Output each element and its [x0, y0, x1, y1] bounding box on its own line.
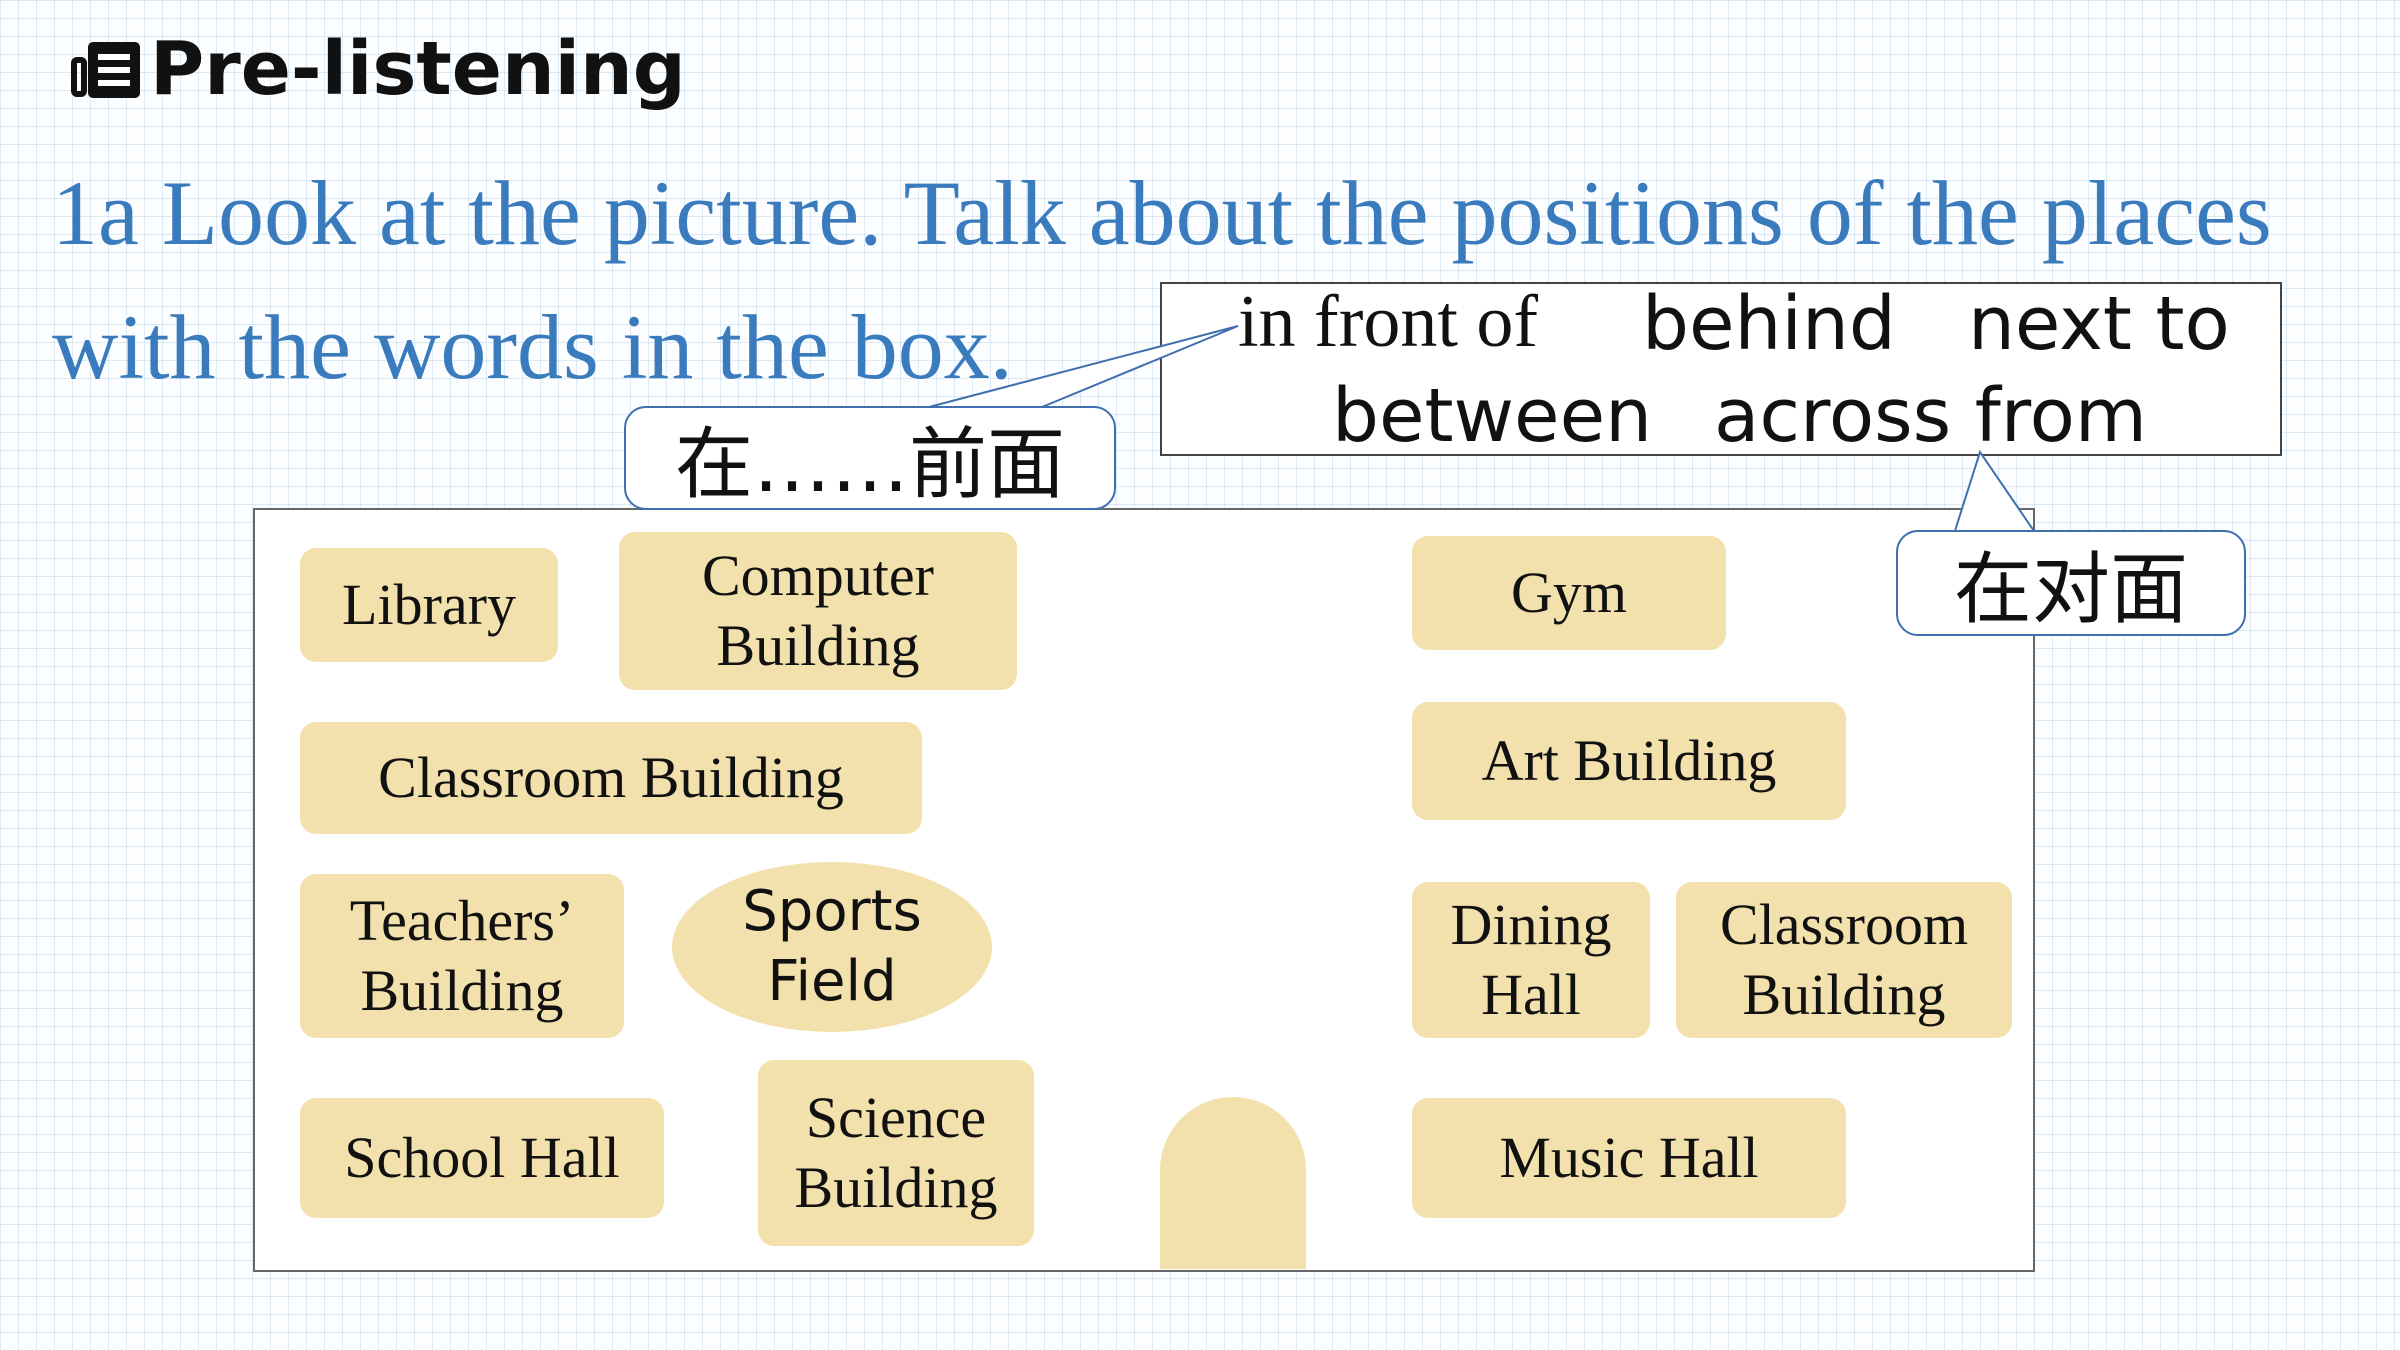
word-behind: behind [1642, 281, 1896, 367]
building-library: Library [300, 548, 558, 662]
word-box [1160, 282, 2282, 456]
building-teachers: Teachers’Building [300, 874, 624, 1038]
page-title: Pre-listening [150, 26, 686, 112]
building-classroom-left: Classroom Building [300, 722, 922, 834]
callout-in-front-of: 在……前面 [624, 406, 1116, 510]
building-school-hall: School Hall [300, 1098, 664, 1218]
notes-icon [71, 42, 140, 98]
word-across-from: across from [1714, 373, 2147, 459]
building-art: Art Building [1412, 702, 1846, 820]
building-gym: Gym [1412, 536, 1726, 650]
instruction-line-1: 1a Look at the picture. Talk about the p… [52, 162, 2272, 264]
word-between: between [1332, 373, 1652, 459]
school-gate [1160, 1097, 1306, 1269]
callout-across-from: 在对面 [1896, 530, 2246, 636]
word-next-to: next to [1968, 281, 2230, 367]
word-in-front-of: in front of [1238, 281, 1539, 363]
instruction-line-2: with the words in the box. [52, 296, 1013, 398]
building-music-hall: Music Hall [1412, 1098, 1846, 1218]
